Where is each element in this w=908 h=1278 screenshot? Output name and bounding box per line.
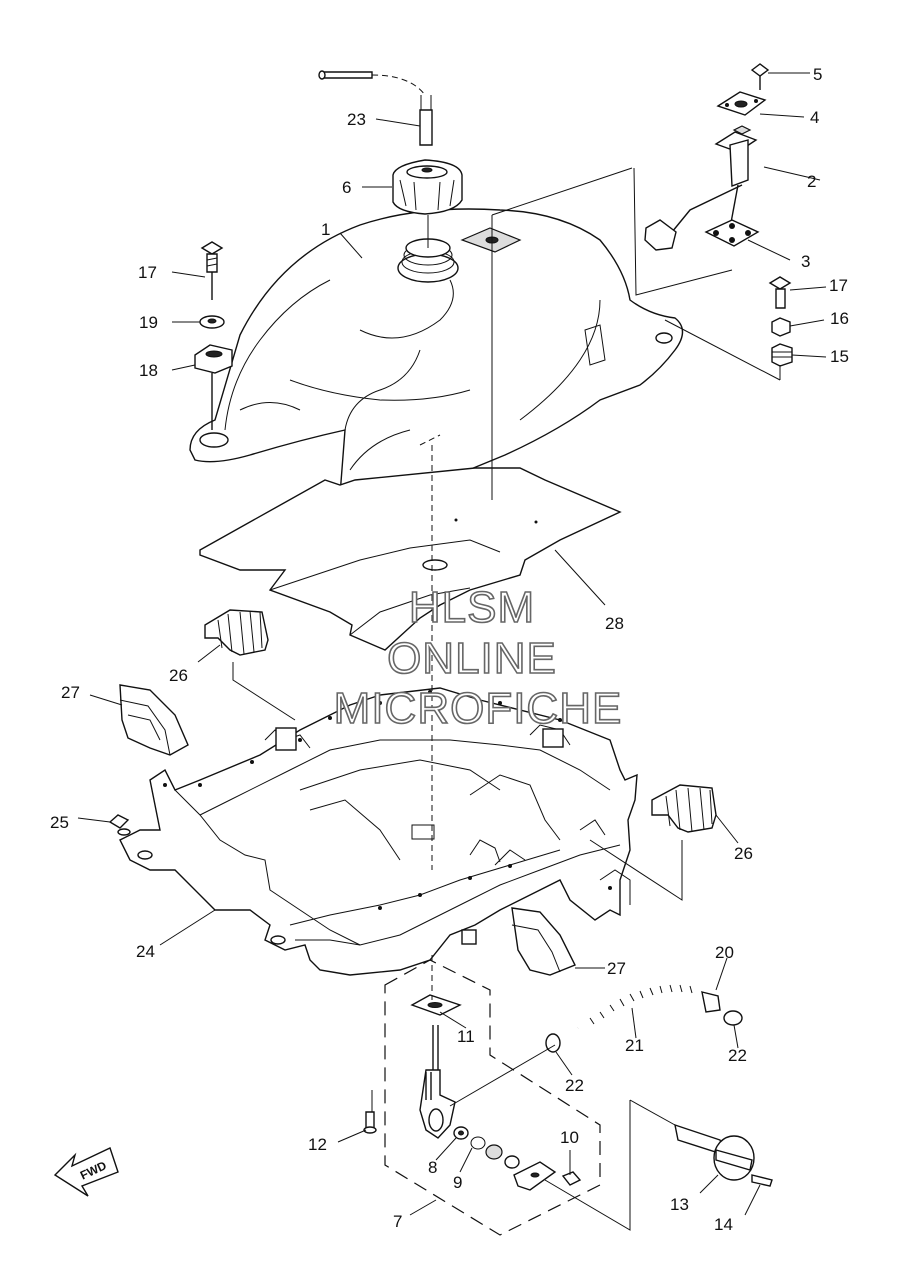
clamp-left[interactable] (545, 1033, 561, 1053)
fuel-hose[interactable] (575, 981, 718, 1031)
callout-22-left: 22 (565, 1076, 584, 1095)
screw-12[interactable] (363, 1111, 377, 1134)
screw-14[interactable] (751, 1174, 773, 1187)
bolt-right[interactable] (768, 276, 792, 309)
watermark-line-3: MICROFICHE (334, 684, 623, 733)
callout-5: 5 (813, 65, 822, 84)
washer-8[interactable] (453, 1126, 469, 1140)
tank-pan-frame[interactable] (119, 687, 638, 976)
callout-25: 25 (50, 813, 69, 832)
diaphragm-parts[interactable] (485, 1144, 557, 1191)
fuel-cap[interactable] (392, 159, 463, 215)
watermark-line-1: HLSM (409, 583, 535, 632)
callout-4: 4 (810, 108, 819, 127)
callout-13: 13 (670, 1195, 689, 1214)
oring-9[interactable] (470, 1136, 486, 1150)
collar-left[interactable] (199, 315, 225, 329)
heat-shield-pads[interactable] (199, 467, 622, 651)
guide-lines (232, 167, 781, 1231)
callout-15: 15 (830, 347, 849, 366)
callout-2: 2 (807, 172, 816, 191)
callout-16: 16 (830, 309, 849, 328)
damper-upper[interactable] (204, 609, 269, 656)
side-cover-upper[interactable] (119, 684, 189, 756)
grommet-left[interactable] (194, 344, 233, 430)
fuel-cock[interactable] (419, 1069, 456, 1139)
callout-17-left: 17 (138, 263, 157, 282)
callout-20: 20 (715, 943, 734, 962)
fuel-strainer[interactable] (410, 994, 462, 1070)
fuel-gauge-parts[interactable] (644, 63, 770, 251)
bolt-left[interactable] (200, 241, 224, 300)
side-cover-lower[interactable] (511, 907, 576, 976)
callout-6: 6 (342, 178, 351, 197)
callout-23: 23 (347, 110, 366, 129)
callout-24: 24 (136, 942, 155, 961)
cock-lever[interactable] (674, 1123, 755, 1181)
callout-1: 1 (321, 220, 330, 239)
callout-26-upper: 26 (169, 666, 188, 685)
callout-26-lower: 26 (734, 844, 753, 863)
watermark-line-2: ONLINE (387, 634, 557, 683)
callout-21: 21 (625, 1036, 644, 1055)
callout-7: 7 (393, 1212, 402, 1231)
collar-right[interactable] (771, 317, 791, 337)
damper-lower[interactable] (651, 784, 717, 833)
clamp-right[interactable] (723, 1010, 743, 1026)
callout-labels: 1 2 3 4 5 6 7 8 9 10 11 12 13 14 15 16 1… (50, 65, 849, 1234)
callout-10: 10 (560, 1128, 579, 1147)
callout-18: 18 (139, 361, 158, 380)
grommet-right[interactable] (771, 343, 793, 367)
callout-12: 12 (308, 1135, 327, 1154)
bolt-25[interactable] (108, 814, 131, 836)
callout-3: 3 (801, 252, 810, 271)
callout-27-upper: 27 (61, 683, 80, 702)
callout-28: 28 (605, 614, 624, 633)
fuel-cock-group (384, 959, 601, 1236)
callout-9: 9 (453, 1173, 462, 1192)
callout-17-right: 17 (829, 276, 848, 295)
breather-hose[interactable] (318, 70, 433, 146)
fwd-arrow-icon: FWD (53, 1147, 119, 1197)
callout-19: 19 (139, 313, 158, 332)
leader-lines (77, 72, 827, 1216)
screw-10[interactable] (561, 1171, 582, 1186)
callout-27-lower: 27 (607, 959, 626, 978)
callout-22-right: 22 (728, 1046, 747, 1065)
watermark: HLSM ONLINE MICROFICHE (333, 582, 623, 734)
hose-joint-20[interactable] (701, 991, 721, 1013)
callout-8: 8 (428, 1158, 437, 1177)
callout-11: 11 (457, 1027, 475, 1046)
callout-14: 14 (714, 1215, 733, 1234)
